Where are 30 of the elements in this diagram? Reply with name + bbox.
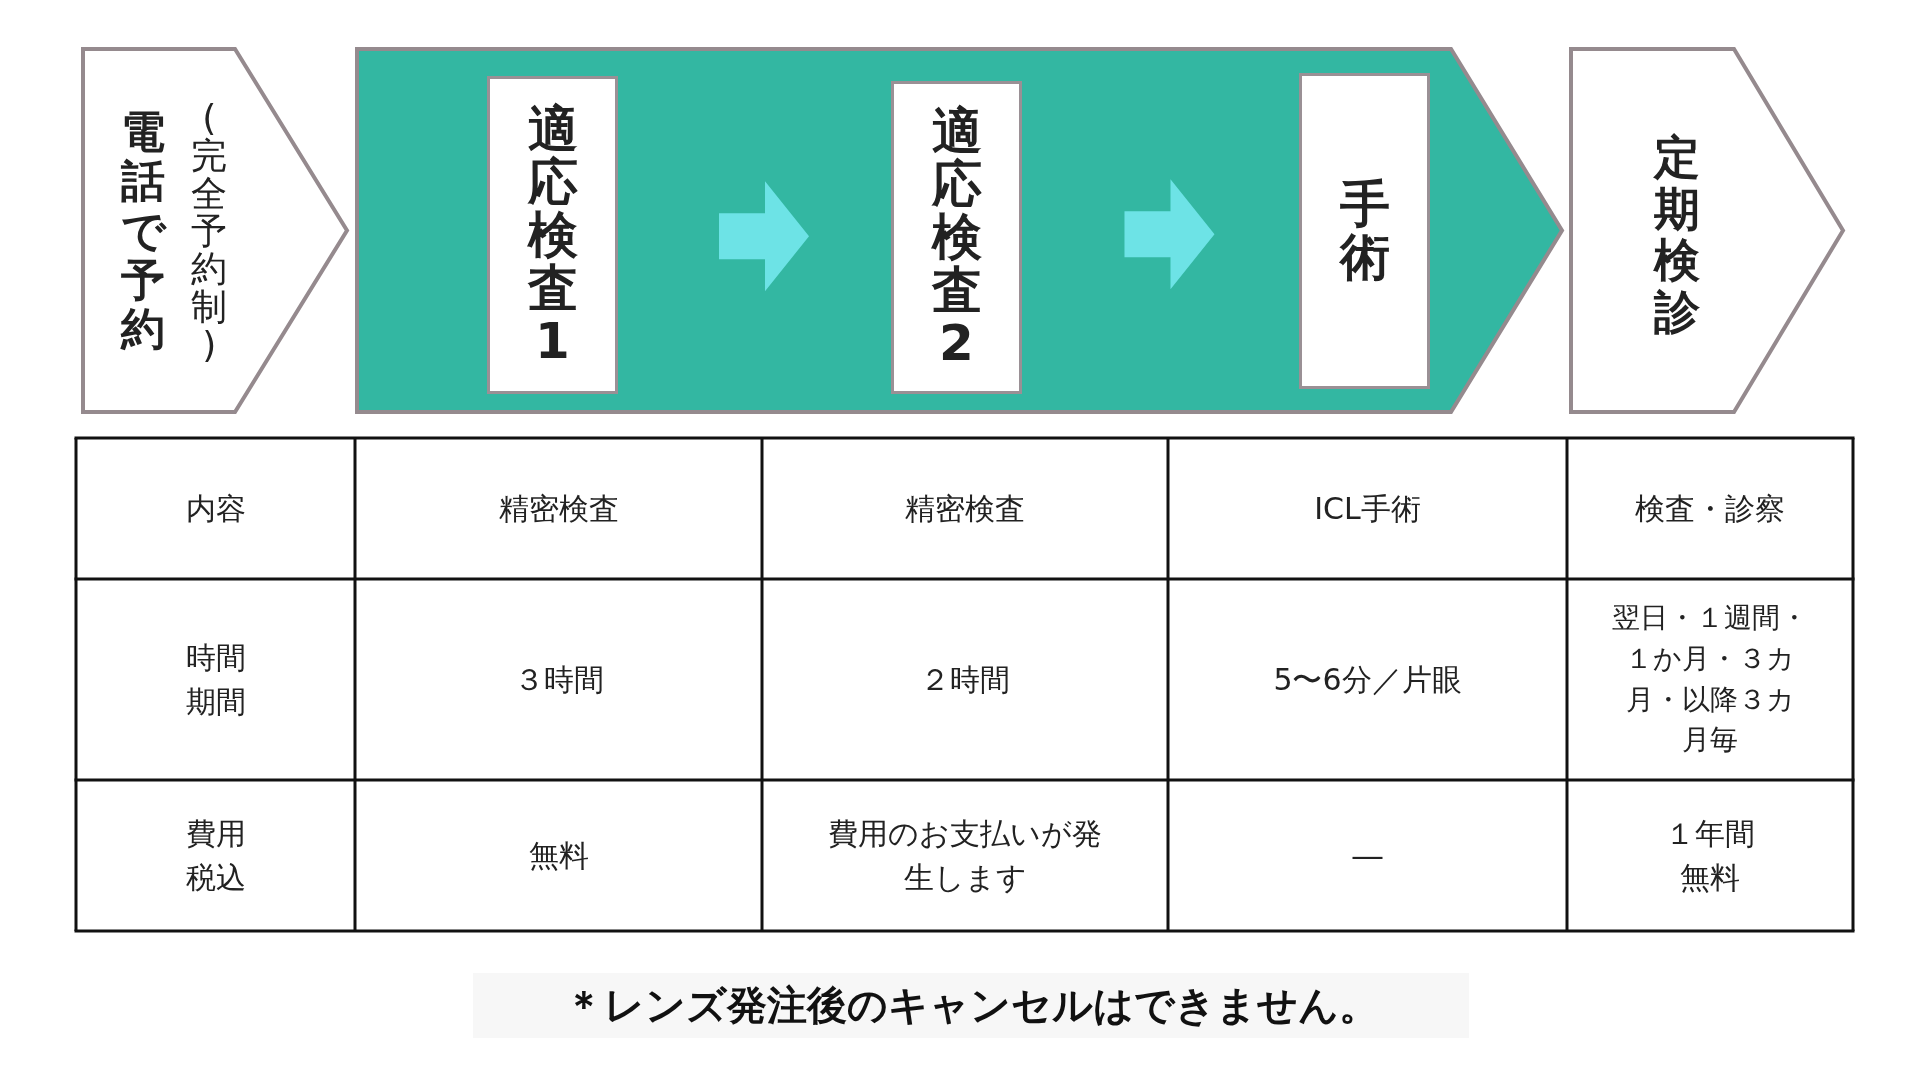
- step-box: [487, 76, 618, 394]
- table-text: 無料: [528, 836, 589, 875]
- step-label: 電話で予約: [121, 107, 166, 354]
- step-box: [1299, 73, 1430, 389]
- block-arrow: [719, 181, 809, 292]
- chevron-step: [81, 47, 349, 414]
- chevron-step: [1569, 47, 1845, 414]
- table-text: 精密検査: [905, 489, 1025, 528]
- step-label: 適応検査2: [931, 105, 982, 370]
- table-text: 5〜6分／片眼: [1273, 660, 1462, 699]
- table-text: １年間無料: [1664, 815, 1756, 897]
- step-note: (完全予約制): [191, 99, 228, 364]
- table-text: ―: [1352, 836, 1383, 875]
- table-text: 翌日・１週間・１か月・３カ月・以降３カ月毎: [1612, 600, 1808, 759]
- table-text: ICL手術: [1314, 489, 1421, 528]
- table-text: 費用のお支払いが発生します: [827, 815, 1103, 897]
- table-text: 検査・診察: [1635, 489, 1785, 528]
- table-text: 精密検査: [498, 489, 619, 528]
- chevron-band: [355, 47, 1564, 414]
- table-text: ２時間: [920, 660, 1010, 699]
- step-label: 手術: [1339, 178, 1390, 284]
- table-text: 時間期間: [184, 639, 247, 721]
- step-label: 適応検査1: [527, 102, 578, 368]
- footnote: ＊レンズ発注後のキャンセルはできません。: [473, 973, 1469, 1038]
- table-text: 費用税込: [184, 815, 247, 897]
- table-text: ３時間: [513, 660, 604, 699]
- step-box: [891, 81, 1022, 394]
- step-label: 定期検診: [1654, 132, 1701, 339]
- table-text: 内容: [185, 489, 246, 528]
- block-arrow: [1124, 179, 1215, 290]
